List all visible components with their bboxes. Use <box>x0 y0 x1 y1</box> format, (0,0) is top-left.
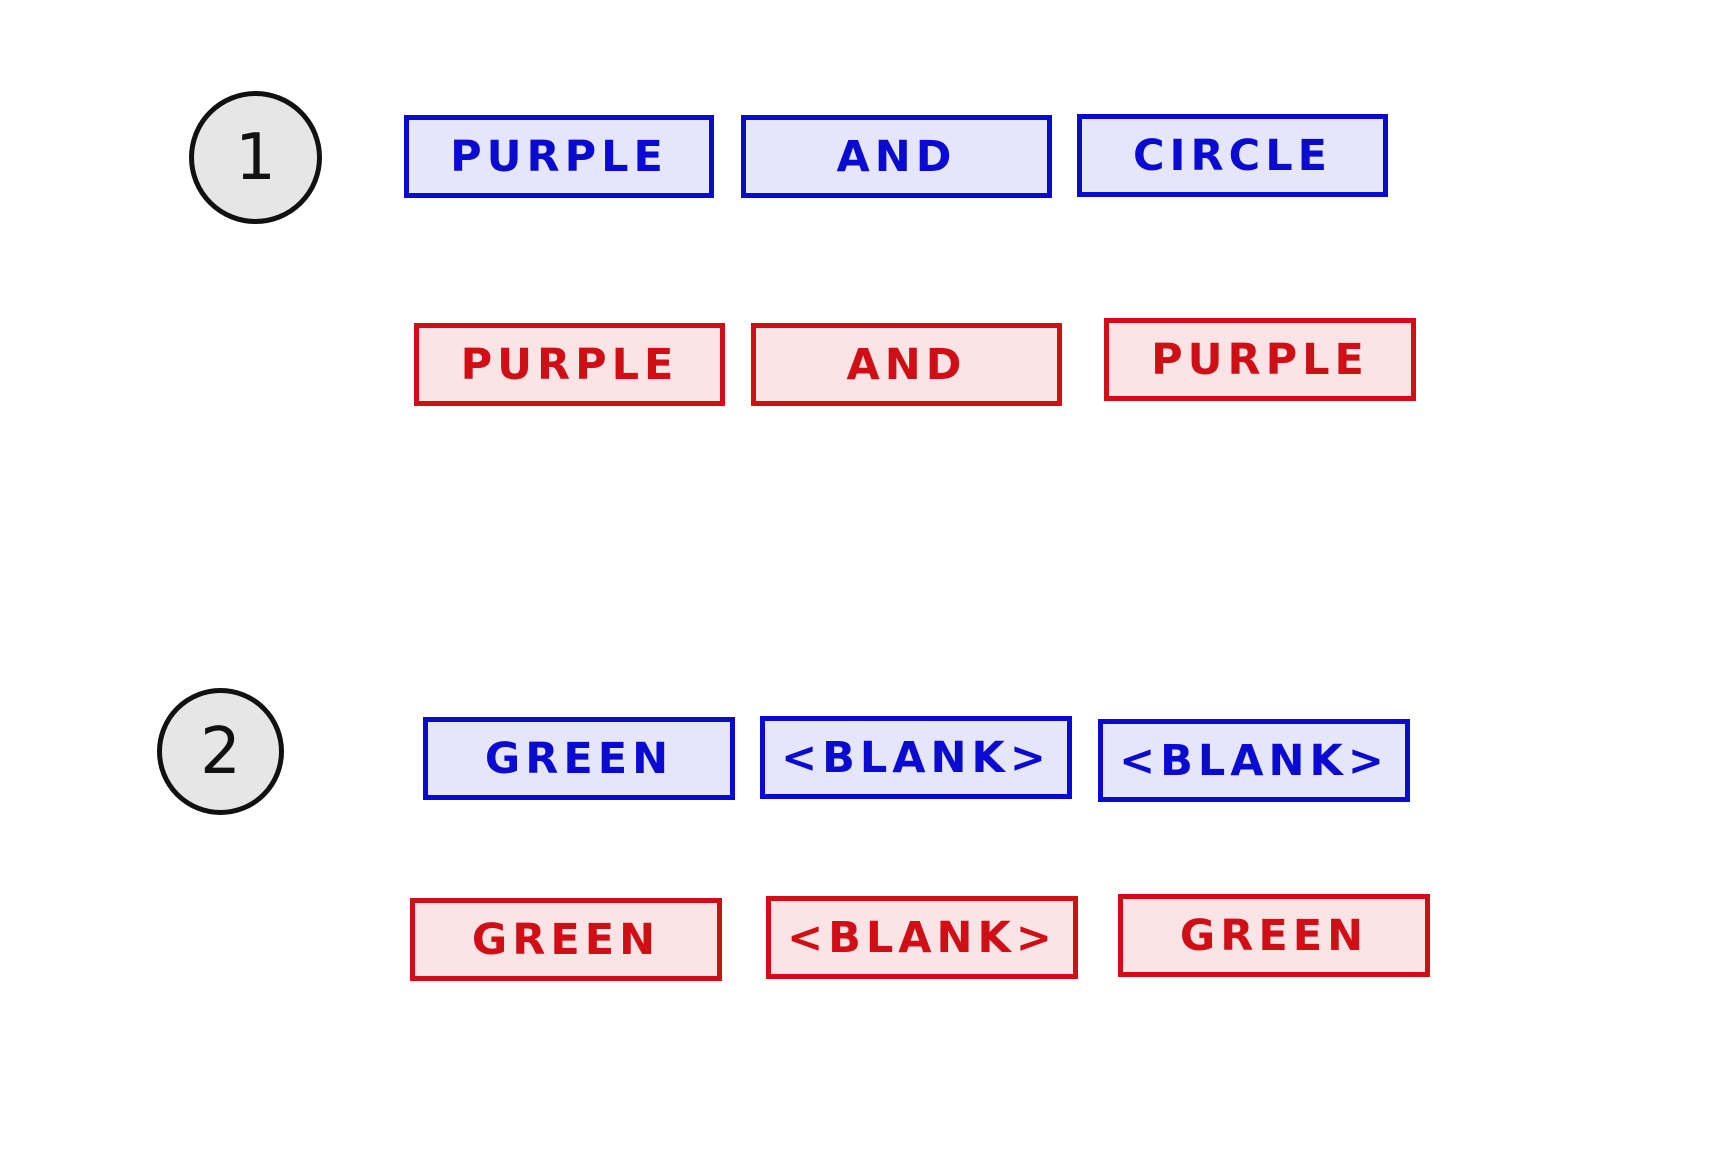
red-word-tile: PURPLE <box>414 323 725 406</box>
red-word-tile: GREEN <box>410 898 722 981</box>
red-word-tile: AND <box>751 323 1062 406</box>
group-number-label: 1 <box>235 120 276 195</box>
red-word-tile: <BLANK> <box>766 896 1078 979</box>
group-number-badge: 1 <box>189 91 322 224</box>
group-number-label: 2 <box>200 714 241 789</box>
tile-label: <BLANK> <box>781 732 1051 783</box>
tile-label: GREEN <box>471 914 661 965</box>
blue-word-tile: AND <box>741 115 1052 198</box>
tile-label: AND <box>846 339 967 390</box>
tile-label: GREEN <box>1179 910 1369 961</box>
blue-word-tile: <BLANK> <box>760 716 1072 799</box>
red-word-tile: GREEN <box>1118 894 1430 977</box>
tile-label: GREEN <box>484 733 674 784</box>
tile-label: PURPLE <box>450 131 668 182</box>
blue-word-tile: PURPLE <box>404 115 714 198</box>
tile-label: <BLANK> <box>1119 735 1389 786</box>
tile-label: <BLANK> <box>787 912 1057 963</box>
group-number-badge: 2 <box>157 688 284 815</box>
red-word-tile: PURPLE <box>1104 318 1416 401</box>
tile-label: CIRCLE <box>1133 130 1332 181</box>
blue-word-tile: CIRCLE <box>1077 114 1388 197</box>
blue-word-tile: <BLANK> <box>1098 719 1410 802</box>
tile-label: AND <box>836 131 957 182</box>
tile-label: PURPLE <box>460 339 679 390</box>
blue-word-tile: GREEN <box>423 717 735 800</box>
tile-label: PURPLE <box>1151 334 1369 385</box>
